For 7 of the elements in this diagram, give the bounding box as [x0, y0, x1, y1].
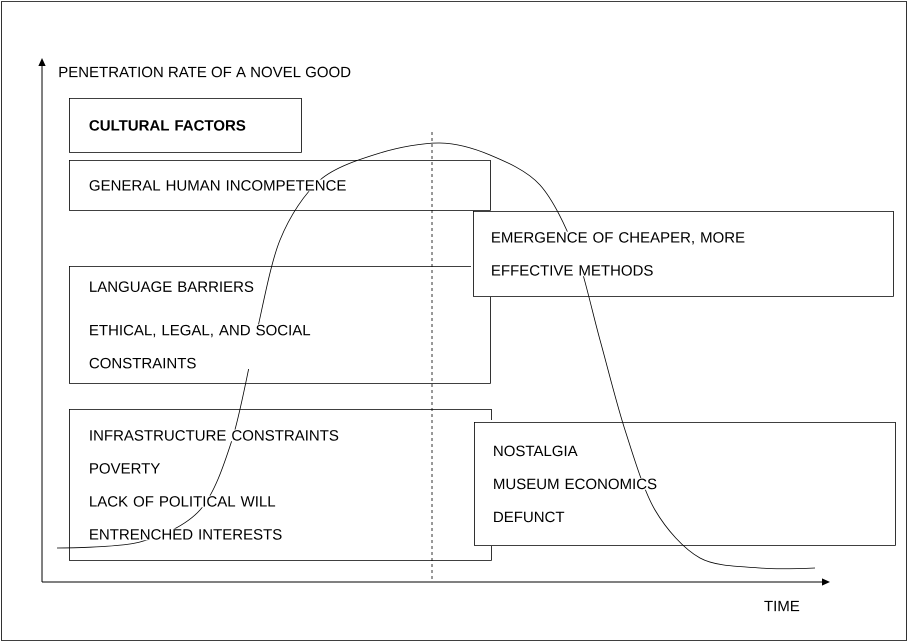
- axis-label: PENETRATION RATE OF A NOVEL GOOD: [59, 66, 350, 78]
- axis-label: TIME: [764, 600, 800, 612]
- text-box: EMERGENCE OF CHEAPER, MORE EFFECTIVE METHODS: [471, 211, 894, 297]
- text-box: NOSTALGIA MUSEUM ECONOMICS DEFUNCT: [472, 420, 896, 546]
- text-box: CULTURAL FACTORS: [69, 98, 302, 153]
- text-box: GENERAL HUMAN INCOMPETENCE: [69, 160, 491, 211]
- text-box: LANGUAGE BARRIERS ETHICAL, LEGAL, AND SOCIAL CONSTRAINTS: [69, 266, 491, 384]
